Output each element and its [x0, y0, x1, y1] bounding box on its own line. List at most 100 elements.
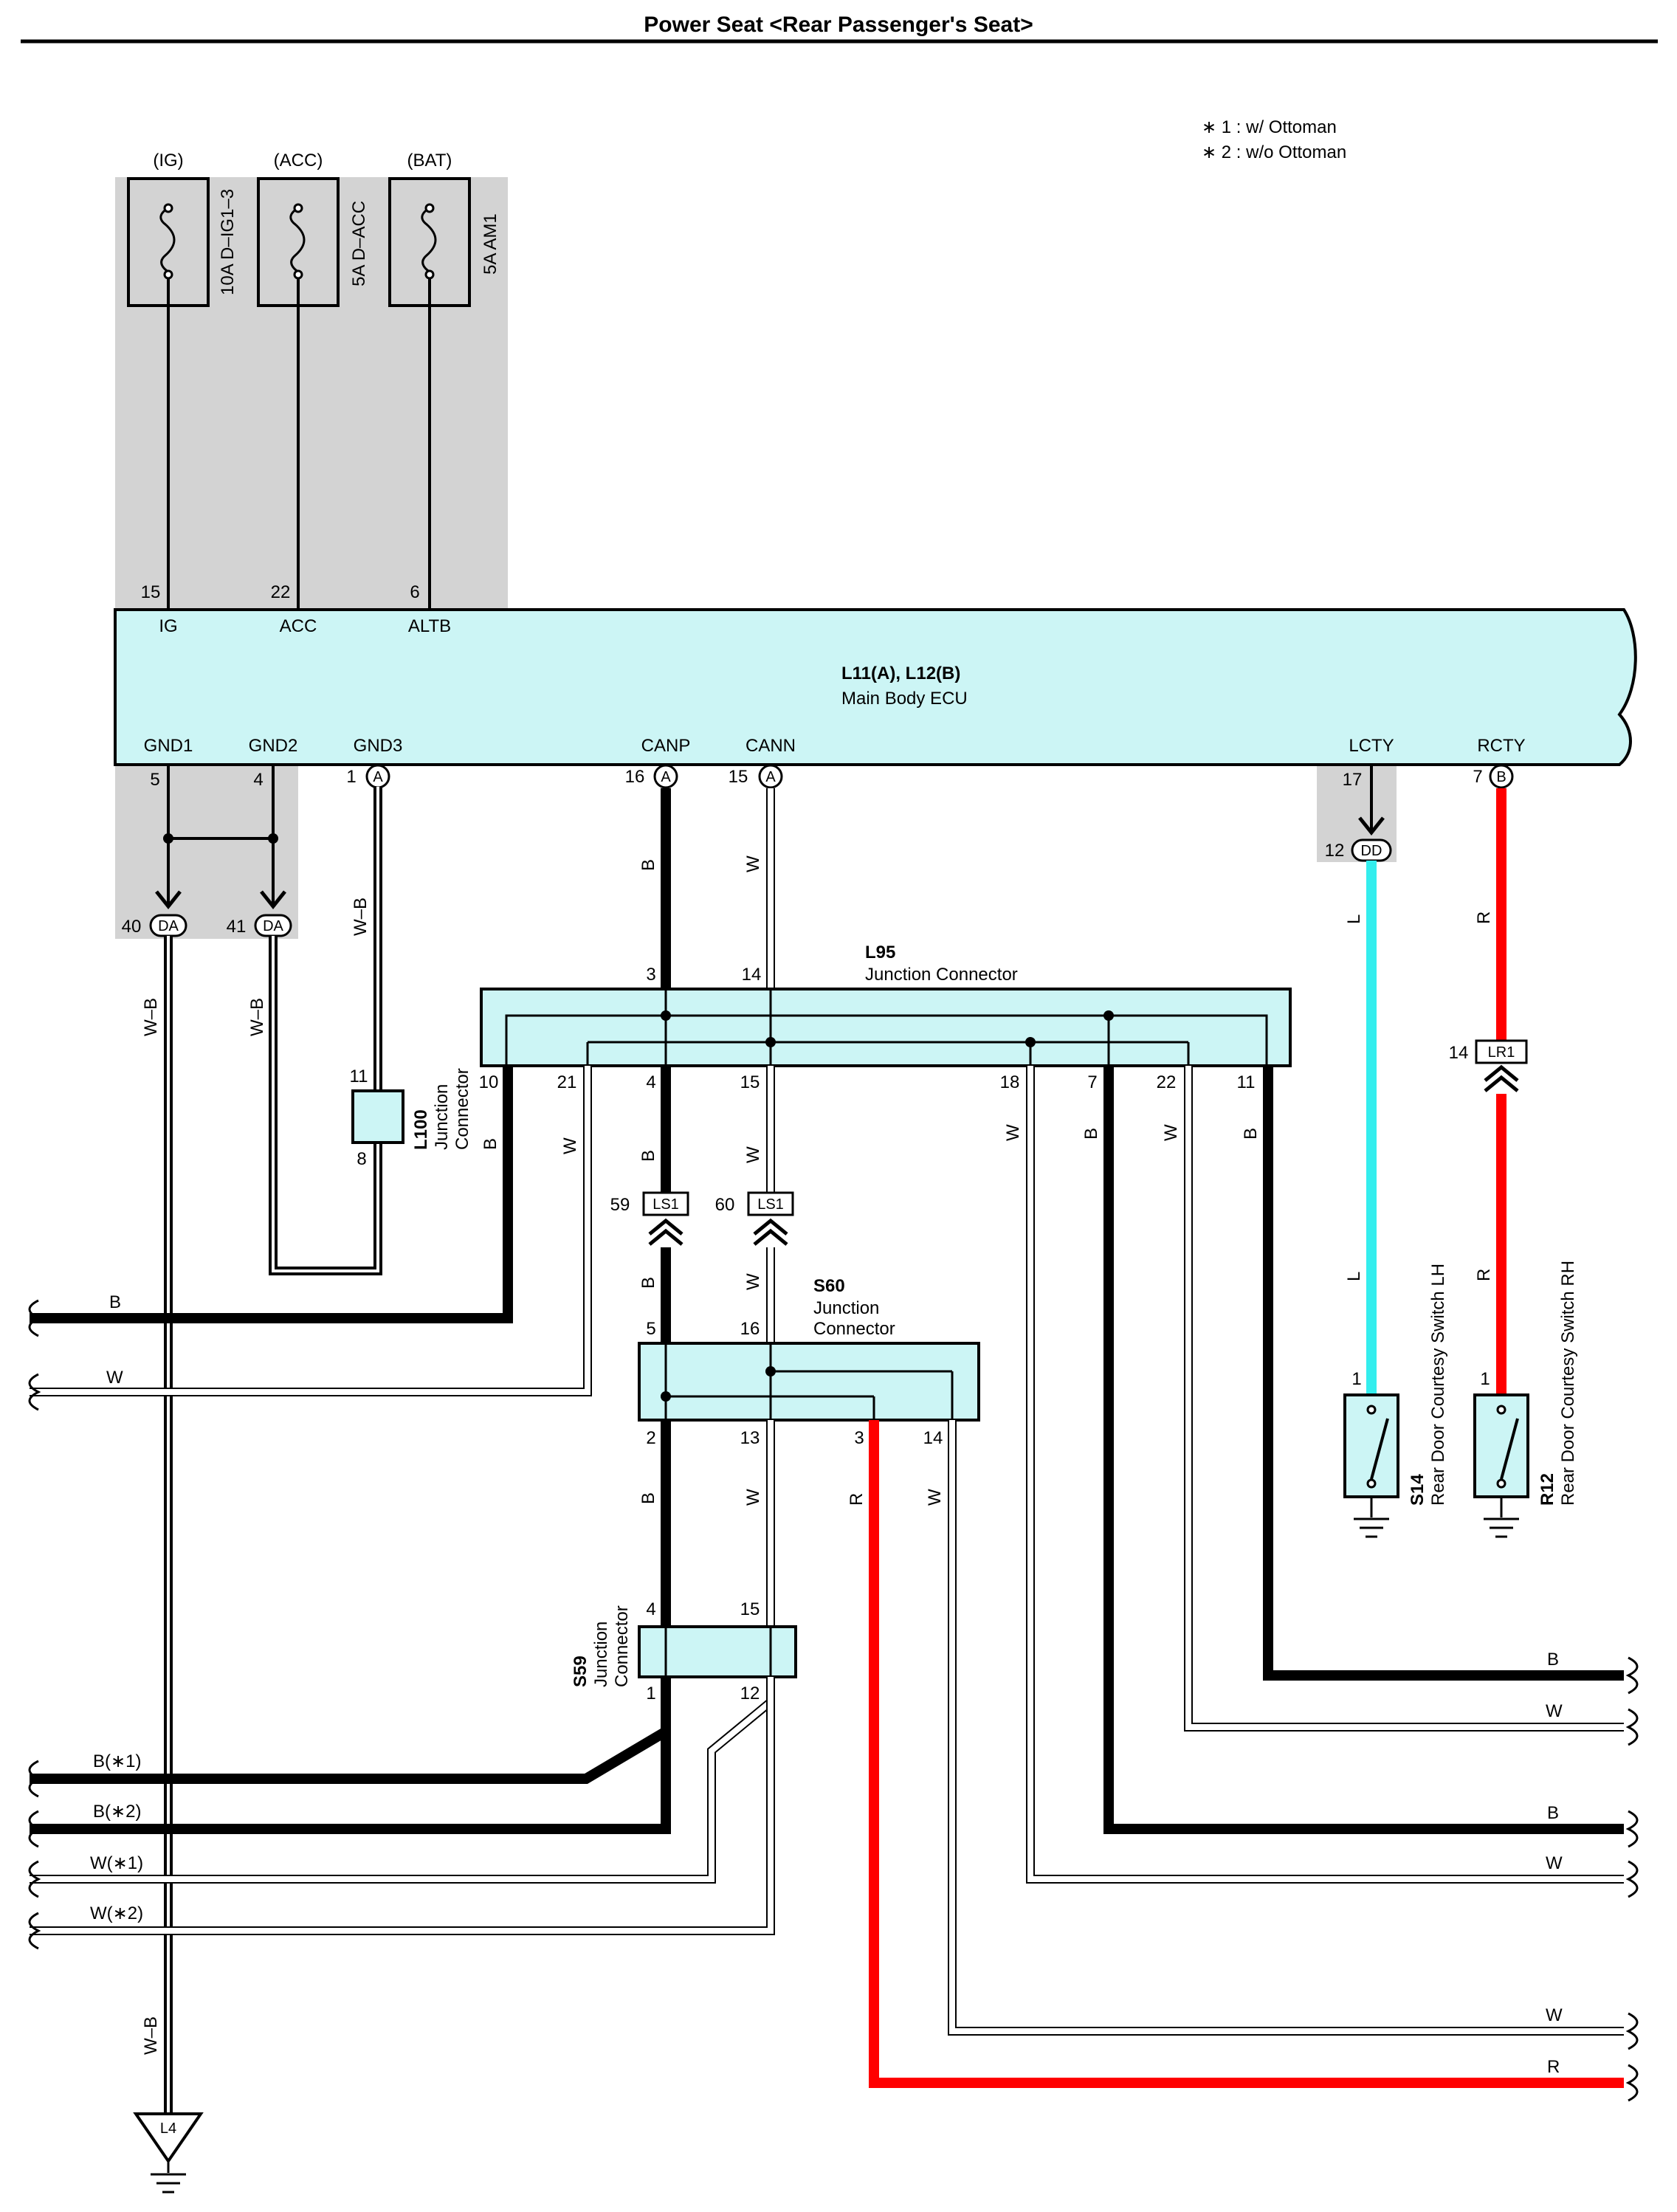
inline-connector-ls1: [642, 1191, 689, 1216]
wire-color-label: W: [1546, 2005, 1563, 2025]
splice-dot: [765, 1366, 776, 1377]
wire-color-label: W: [743, 1273, 763, 1290]
l100-junction-connector: [351, 1089, 404, 1144]
pin-num: 22: [1157, 1072, 1177, 1092]
wire-color-label: B: [1547, 1650, 1559, 1670]
pin-num: 2: [646, 1428, 655, 1448]
wire-color-label: R: [1474, 1269, 1494, 1281]
pin-num: 4: [646, 1599, 655, 1619]
wire-color-label: B: [1081, 1128, 1101, 1140]
pin-num: 15: [740, 1072, 760, 1092]
fuse-acc: (ACC) 5A D–ACC: [257, 151, 369, 307]
pin-num: 15: [740, 1599, 760, 1619]
pin-num: 18: [1000, 1072, 1020, 1092]
pin-num: 14: [1449, 1043, 1469, 1063]
pin-num: 41: [227, 917, 247, 937]
ecu-pin-name: ACC: [280, 616, 317, 636]
inline-connector-id: LS1: [757, 1196, 784, 1213]
pin-num: 4: [253, 770, 263, 790]
ecu-id: L11(A), L12(B): [841, 664, 960, 683]
inline-connector-ls1: [747, 1191, 794, 1216]
fuse-element-icon: [159, 207, 176, 273]
wire-color-label: B: [638, 1150, 658, 1162]
ecu-pin-name: GND3: [354, 736, 403, 756]
pin-num: 1: [646, 1684, 655, 1703]
switch-contact: [1496, 1478, 1506, 1489]
fuse-terminal: [293, 269, 303, 280]
fuse-terminal: [424, 269, 435, 280]
pin-num: 4: [646, 1072, 655, 1092]
pin-num: 5: [646, 1319, 655, 1339]
ground-id: L4: [160, 2120, 176, 2137]
wire-color-label: R: [1474, 912, 1494, 924]
wire-color-label: W(∗1): [90, 1853, 143, 1873]
fuse-source-bat: (BAT): [407, 151, 452, 170]
wire-color-label: W: [1161, 1124, 1181, 1141]
ecu-pin-name: IG: [159, 616, 177, 636]
wire-l95-18: [1027, 1066, 1624, 1882]
s60-name-2: Connector: [813, 1319, 895, 1339]
fuse-element-icon: [421, 207, 437, 273]
wire-s60-3-red: [869, 1420, 1624, 2088]
l95-name: Junction Connector: [865, 965, 1018, 985]
continuation-marks-right: [1625, 1656, 1639, 2102]
note-1: ∗ 1 : w/ Ottoman: [1202, 117, 1337, 137]
connector-marker-label: B: [1496, 769, 1506, 785]
wire-color-label: R: [1547, 2057, 1560, 2077]
pin-num: 14: [923, 1428, 943, 1448]
inline-connector-id: DD: [1361, 843, 1382, 859]
wire-color-label: W: [1546, 1853, 1563, 1873]
wire-color-label: W–B: [141, 2016, 161, 2055]
fuse-rating-bat: 5A AM1: [481, 213, 500, 275]
pin-num: 7: [1473, 767, 1482, 787]
wire-color-label: B: [1241, 1128, 1261, 1140]
ecu-pin-name: CANN: [745, 736, 796, 756]
pin-num: 8: [357, 1149, 366, 1169]
wire-color-label: R: [847, 1493, 867, 1506]
ecu-pin-name: ALTB: [408, 616, 451, 636]
l95-internal-bus: [586, 989, 1190, 1066]
pin-num: 1: [1480, 1369, 1490, 1389]
wire-l95-22: [1185, 1066, 1624, 1730]
connector-arrow-icon: [260, 890, 286, 910]
inline-connector-id: LR1: [1488, 1044, 1515, 1061]
s60-id: S60: [813, 1276, 845, 1296]
pin-num: 16: [740, 1319, 760, 1339]
pin-num: 11: [350, 1067, 368, 1086]
pin-num: 13: [740, 1428, 760, 1448]
s59-name-1: Junction: [591, 1622, 611, 1687]
s60-junction-connector: [638, 1342, 980, 1422]
wire-color-label: B(∗2): [93, 1802, 141, 1822]
s59-junction-connector: [638, 1625, 797, 1678]
pin-num: 6: [410, 582, 419, 602]
wire-s59-12-w2: [30, 1677, 774, 1934]
page-title: Power Seat <Rear Passenger's Seat>: [644, 13, 1033, 37]
pin-num: 22: [271, 582, 291, 602]
pin-num: 59: [610, 1195, 630, 1215]
wire-color-label: W: [925, 1489, 945, 1506]
splice-dot: [268, 833, 278, 844]
pin-num: 21: [557, 1072, 577, 1092]
ground-l4-icon: [133, 2112, 204, 2164]
pin-num: 14: [742, 965, 762, 985]
pin-num: 7: [1087, 1072, 1097, 1092]
s60-name-1: Junction: [813, 1298, 879, 1318]
switch-id: S14: [1408, 1474, 1428, 1506]
wire-color-label: B: [1547, 1803, 1559, 1823]
splice-dot: [661, 1010, 671, 1021]
wire-color-label: W: [743, 1489, 763, 1506]
gnd-shade: [115, 766, 298, 939]
wire-color-label: B: [638, 1277, 658, 1289]
connector-arrow-icon: [1358, 816, 1385, 836]
ecu-pin-name: RCTY: [1477, 736, 1525, 756]
pin-num: 15: [141, 582, 161, 602]
inline-connector-lr1: [1475, 1039, 1528, 1064]
l100-name-2: Connector: [452, 1068, 472, 1150]
switch-s14: 1 S14 Rear Door Courtesy Switch LH: [1343, 1264, 1448, 1538]
main-body-ecu: [114, 608, 1637, 766]
switch-contact: [1366, 1405, 1377, 1415]
splice-dot: [1025, 1037, 1036, 1047]
fuse-element-icon: [289, 207, 306, 273]
connector-marker: [758, 764, 783, 789]
